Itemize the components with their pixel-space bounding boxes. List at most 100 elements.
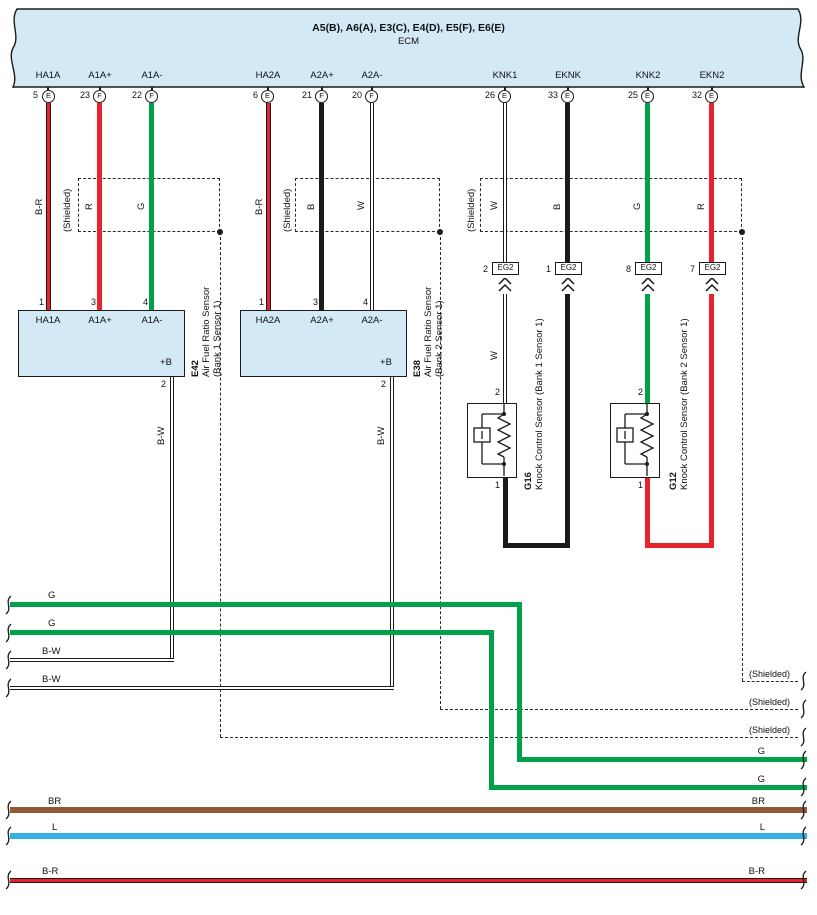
bus-g2-right: [489, 785, 807, 790]
wire-e42-power: [170, 377, 174, 662]
sensor-pin-number: 4: [142, 297, 148, 307]
wire-knk2-upper: [645, 103, 650, 263]
sensor-pin-label: HA1A: [35, 315, 61, 326]
sensor-pin-number: 2: [160, 379, 166, 389]
wire-eknk-lower: [565, 294, 570, 548]
e38-box: [240, 310, 407, 377]
wire-color-label: B-W: [156, 426, 167, 445]
wire-break-icon: [5, 595, 12, 615]
bus-bw1: [10, 658, 174, 662]
component-id: E38: [412, 360, 423, 377]
wire-eknk-bottom: [503, 543, 570, 548]
wire-color-label: W: [356, 201, 367, 210]
knock-pin-number: 2: [494, 387, 500, 397]
bus-label-left: L: [52, 822, 58, 833]
bus-br: [10, 807, 807, 813]
connector-letter: E: [708, 91, 714, 100]
inline-connector-chevron-icon: [561, 278, 575, 292]
component-name: Air Fuel Ratio Sensor: [423, 286, 434, 377]
component-id: E42: [190, 360, 201, 377]
connector-letter: E: [564, 91, 570, 100]
eg2-pin-number: 2: [482, 264, 488, 274]
wire-break-icon: [5, 826, 12, 846]
eg2-pin-number: 1: [545, 264, 551, 274]
inline-connector-chevron-icon: [641, 278, 655, 292]
connector-letter: F: [369, 91, 374, 100]
ecm-pin-number: 26: [484, 90, 495, 100]
wire-g16-pin1-riser: [503, 478, 508, 546]
ecm-pin-number: 20: [351, 90, 362, 100]
bus-label-left: B-W: [42, 674, 61, 685]
shield-run-1: [220, 737, 798, 738]
eg2-label: EG2: [640, 263, 657, 272]
ecm-pin-number: 33: [547, 90, 558, 100]
wire-knk1-lower: [503, 294, 507, 404]
shielded-label-right: (Shielded): [748, 725, 790, 735]
ecm-pin-connector: E: [705, 90, 718, 103]
ecm-pin-label: A2A+: [310, 70, 334, 81]
inline-connector-chevron-icon: [705, 278, 719, 292]
wire-color-label: B-W: [376, 426, 387, 445]
bus-label-left: G: [48, 590, 56, 601]
ecm-pin-label: A1A-: [141, 70, 163, 81]
g12-label: G12 Knock Control Sensor (Bank 2 Sensor …: [668, 318, 690, 490]
pin-stub: [99, 87, 101, 90]
wire-break-icon: [800, 699, 807, 719]
sensor-pin-label: A1A-: [141, 315, 163, 326]
junction-dot: [437, 229, 443, 235]
wire-a1a-plus: [97, 103, 102, 311]
ecm-pin-label: HA1A: [35, 70, 61, 81]
wire-color-label: W: [489, 201, 500, 210]
wire-color-label: G: [136, 202, 147, 210]
ecm-pin-connector: E: [42, 90, 55, 103]
shield-drain-1: [220, 232, 221, 737]
wire-a1a-minus: [149, 103, 154, 311]
g12-box: [610, 403, 660, 478]
wire-ha1a: [46, 103, 51, 311]
sensor-pin-label: A2A-: [361, 315, 383, 326]
sensor-pin-number: 3: [312, 297, 318, 307]
ecm-pin-label: KNK1: [492, 70, 518, 81]
bus-b-r: [10, 878, 807, 883]
wire-color-label: B: [552, 203, 563, 210]
shielded-label: (Shielded): [466, 188, 477, 232]
bus-g1-left: [10, 602, 522, 607]
sensor-pin-label: A2A+: [310, 315, 334, 326]
wire-color-label: B: [306, 203, 317, 210]
wire-break-icon: [5, 800, 12, 820]
bus-label-left: BR: [48, 796, 62, 807]
bus-label-right: L: [759, 822, 765, 833]
wire-g12-pin1-riser: [645, 478, 650, 546]
eg2-label: EG2: [560, 263, 577, 272]
eg2-pin-number: 7: [689, 264, 695, 274]
e38-label: E38 Air Fuel Ratio Sensor (Bank 2 Sensor…: [412, 287, 445, 377]
pin-stub: [47, 87, 49, 90]
wire-break-icon: [5, 650, 12, 670]
wire-color-label: R: [84, 203, 95, 210]
ecm-pin-label: EKN2: [699, 70, 725, 81]
wire-break-icon: [800, 727, 807, 747]
ecm-subtitle: ECM: [397, 36, 420, 47]
pin-stub: [371, 87, 373, 90]
wire-break-icon: [800, 777, 807, 797]
connector-letter: E: [501, 91, 507, 100]
g16-box: [467, 403, 517, 478]
wire-break-icon: [5, 678, 12, 698]
shielded-label-right: (Shielded): [748, 669, 790, 679]
component-name: Knock Control Sensor (Bank 2 Sensor 1): [679, 318, 690, 490]
wire-break-icon: [800, 671, 807, 691]
component-id: G16: [523, 472, 534, 490]
connector-letter: F: [97, 91, 102, 100]
knock-pin-number: 1: [494, 480, 500, 490]
shielded-label: (Shielded): [62, 188, 73, 232]
bus-g1-right: [517, 757, 807, 762]
eg2-connector: EG2: [492, 262, 519, 275]
wire-knk1-upper: [503, 103, 507, 263]
wire-color-label: G: [632, 202, 643, 210]
sensor-pin-number: 1: [258, 297, 264, 307]
ecm-pin-number: 22: [131, 90, 142, 100]
ecm-pin-number: 6: [252, 90, 258, 100]
pin-stub: [151, 87, 153, 90]
bus-label-right: G: [757, 746, 765, 757]
